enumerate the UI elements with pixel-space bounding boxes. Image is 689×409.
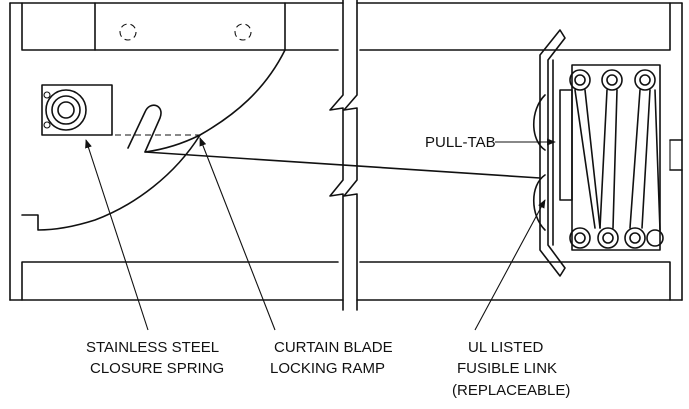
pull-tab-cable xyxy=(144,151,541,179)
break-lines xyxy=(329,0,358,311)
locking-ramp-label-line1: CURTAIN BLADE xyxy=(274,339,393,356)
damper-frame xyxy=(9,2,683,301)
pull-tab-label: PULL-TAB xyxy=(425,134,496,151)
fusible-link-label-line3: (REPLACEABLE) xyxy=(452,382,570,399)
fusible-link xyxy=(533,29,661,277)
mounting-bracket xyxy=(94,2,286,51)
fusible-link-label-line1: UL LISTED xyxy=(468,339,543,356)
closure-spring xyxy=(41,84,113,136)
locking-ramp-label-line2: LOCKING RAMP xyxy=(270,360,385,377)
leader-lines xyxy=(85,137,556,331)
closure-spring-label-line2: CLOSURE SPRING xyxy=(90,360,224,377)
link-springs xyxy=(569,69,664,249)
closure-spring-label-line1: STAINLESS STEEL xyxy=(86,339,219,356)
fusible-link-label-line2: FUSIBLE LINK xyxy=(457,360,557,377)
curtain-blade xyxy=(21,49,286,231)
